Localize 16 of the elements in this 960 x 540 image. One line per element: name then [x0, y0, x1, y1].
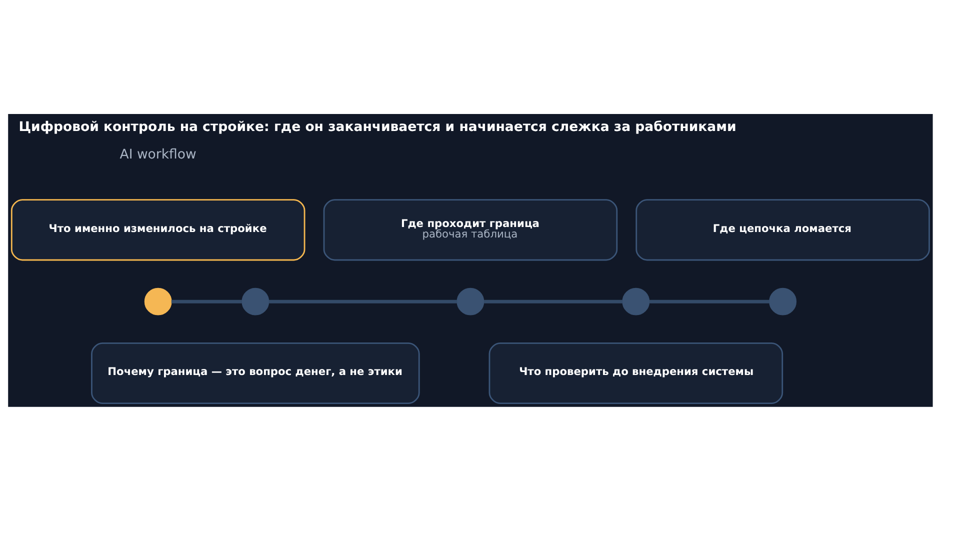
- node-circle: [769, 288, 797, 316]
- node-box: Где проходит граница рабочая таблица: [323, 199, 618, 261]
- label: AI workflow: [120, 148, 196, 163]
- diagram-title: Цифровой контроль на стройке: где он заканчивается и начинается слежка за работниками: [18, 120, 736, 135]
- node-box: Что именно изменилось на стройке: [10, 199, 306, 261]
- node-circle: [456, 288, 484, 316]
- connector: [268, 300, 458, 304]
- node-circle: [144, 288, 172, 316]
- node-box: Что проверить до внедрения системы: [488, 342, 784, 404]
- connector: [484, 300, 623, 304]
- node-box: Где цепочка ломается: [636, 199, 930, 261]
- node-circle: [622, 288, 650, 316]
- connector: [171, 300, 242, 304]
- node-circle: [242, 288, 270, 316]
- node-box: Почему граница — это вопрос денег, а не этики: [91, 342, 420, 404]
- connector: [649, 300, 770, 304]
